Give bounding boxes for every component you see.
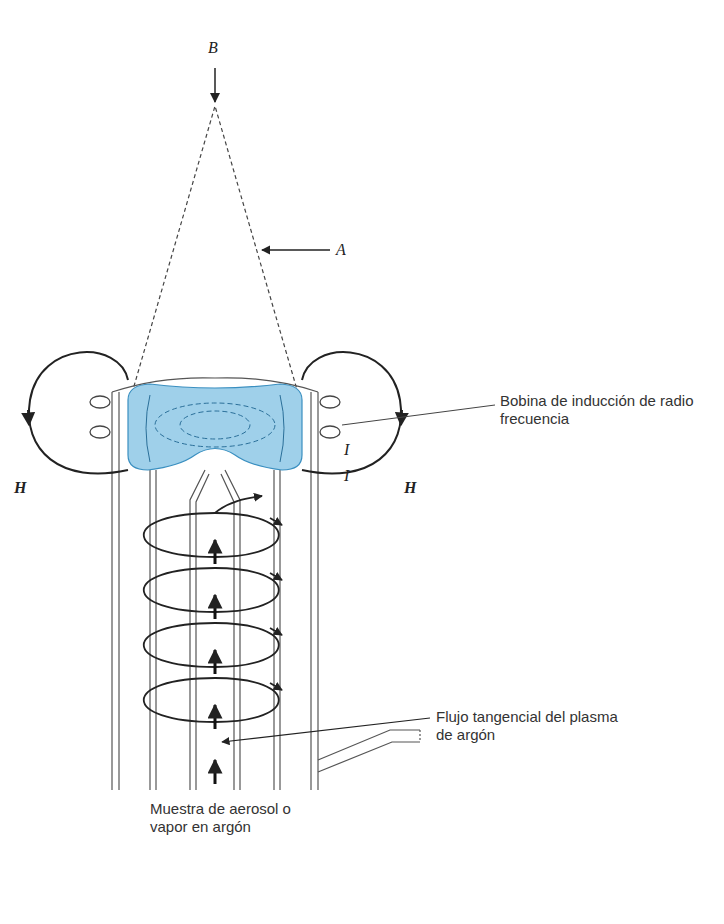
torch-tubes: [112, 378, 420, 790]
flow-arrow: [214, 650, 217, 674]
current-label: I: [344, 466, 349, 485]
sample-flow-arrows: [215, 540, 216, 784]
spiral-arrowhead: [270, 573, 282, 580]
field-label: H: [404, 478, 416, 497]
part-label: Muestra de aerosol o vapor en argón: [150, 800, 300, 836]
flow-arrow: [214, 705, 217, 729]
spiral-turn: [144, 568, 279, 612]
leader-a: [262, 249, 330, 250]
spiral-arrowhead: [270, 628, 282, 635]
field-label: H: [14, 478, 26, 497]
flow-arrow: [214, 595, 217, 619]
spiral-turn: [144, 678, 279, 722]
spiral-turn: [144, 623, 279, 667]
current-label: I: [344, 440, 349, 459]
spiral-arrowhead: [270, 518, 282, 525]
part-label: Bobina de inducción de radio frecuencia: [500, 392, 700, 428]
spiral-arrowhead: [270, 683, 282, 690]
view-arrow: [214, 68, 216, 102]
leader-flow: [222, 718, 430, 742]
observation-cone: [130, 106, 300, 400]
spiral-turn: [215, 496, 262, 513]
tangential-flow-spiral: [144, 496, 282, 722]
induction-coil: [90, 396, 340, 438]
view-label: B: [208, 38, 218, 57]
leader-coil: [342, 405, 495, 425]
spiral-turn: [144, 513, 279, 557]
plasma: [128, 384, 302, 470]
magnetic-field: [28, 352, 402, 473]
region-label: A: [336, 240, 346, 259]
flow-arrow: [214, 540, 217, 564]
flow-arrow: [214, 760, 217, 784]
part-label: Flujo tangencial del plasma de argón: [436, 708, 626, 744]
